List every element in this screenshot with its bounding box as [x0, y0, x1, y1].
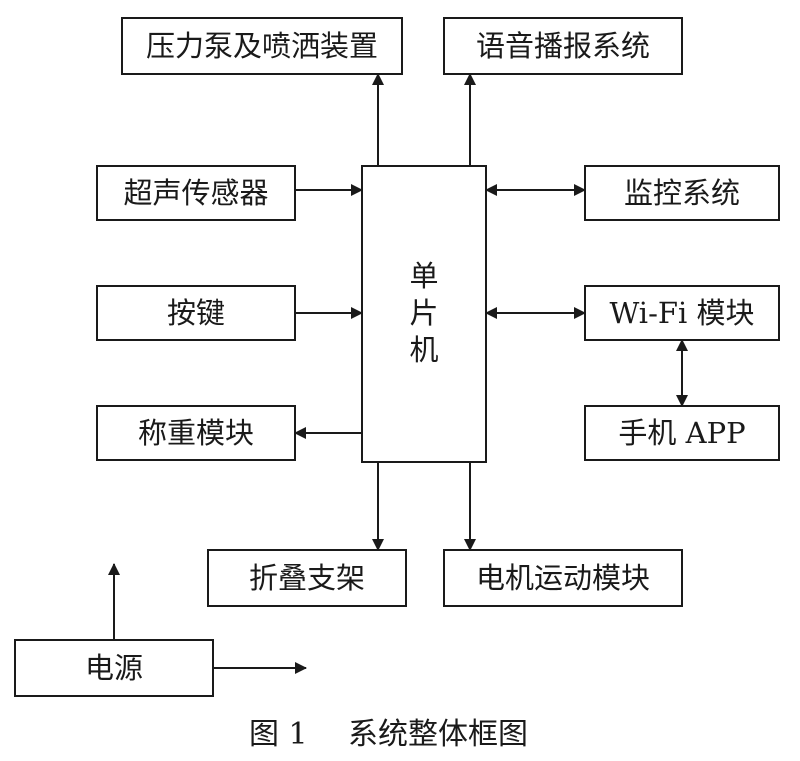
motor-module-label: 电机运动模块: [476, 561, 650, 595]
mcu-label-1: 单: [409, 259, 438, 293]
voice-broadcast-box: 语音播报系统: [443, 17, 683, 75]
phone-app-box: 手机 APP: [584, 405, 780, 461]
mcu-label-2: 片: [409, 296, 438, 330]
ultrasonic-sensor-label: 超声传感器: [123, 176, 268, 210]
wifi-module-label: Wi-Fi 模块: [610, 296, 755, 330]
mcu-box: 单 片 机: [361, 165, 487, 463]
folding-stand-box: 折叠支架: [207, 549, 407, 607]
weighing-module-box: 称重模块: [96, 405, 296, 461]
monitoring-system-label: 监控系统: [624, 176, 740, 210]
motor-module-box: 电机运动模块: [443, 549, 683, 607]
mcu-label-3: 机: [409, 333, 438, 367]
figure-caption: 图 1 系统整体框图: [249, 717, 528, 752]
figure-title: 系统整体框图: [348, 717, 528, 752]
power-box: 电源: [14, 639, 214, 697]
keys-label: 按键: [167, 296, 225, 330]
voice-broadcast-label: 语音播报系统: [476, 29, 650, 63]
wifi-module-box: Wi-Fi 模块: [584, 285, 780, 341]
power-label: 电源: [85, 651, 143, 685]
weighing-module-label: 称重模块: [138, 416, 254, 450]
monitoring-system-box: 监控系统: [584, 165, 780, 221]
pump-spray-label: 压力泵及喷洒装置: [146, 29, 378, 63]
figure-number: 图 1: [249, 717, 308, 752]
folding-stand-label: 折叠支架: [249, 561, 365, 595]
pump-spray-box: 压力泵及喷洒装置: [121, 17, 403, 75]
phone-app-label: 手机 APP: [618, 416, 745, 450]
keys-box: 按键: [96, 285, 296, 341]
ultrasonic-sensor-box: 超声传感器: [96, 165, 296, 221]
